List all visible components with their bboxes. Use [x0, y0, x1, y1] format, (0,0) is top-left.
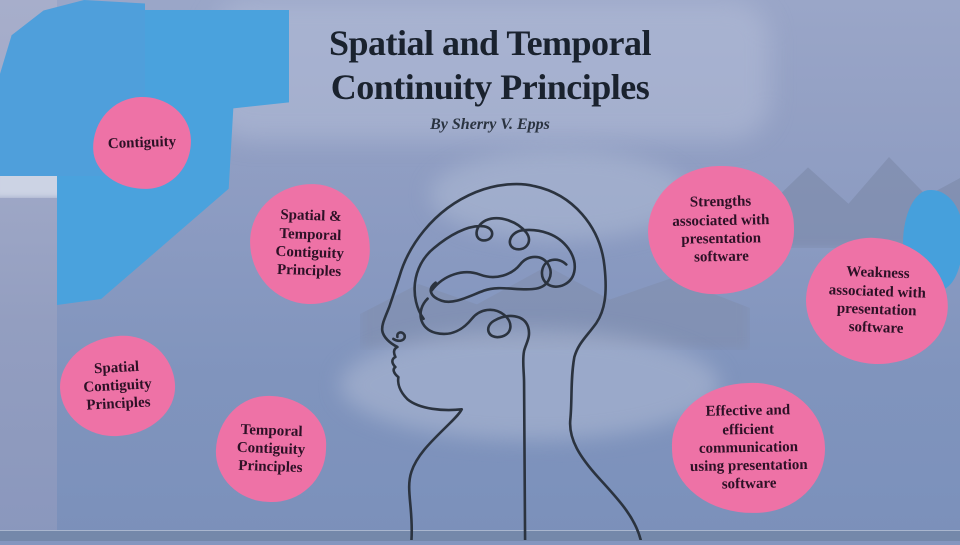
- topic-label: Effective and efficient communication us…: [689, 402, 808, 493]
- topic-label: Strengths associated with presentation s…: [672, 193, 770, 266]
- sky-band: [210, 0, 770, 140]
- brain-scribble-middle: [429, 255, 552, 303]
- bottom-edge-bar: [0, 530, 960, 541]
- topic-bubble-effective-communication[interactable]: Effective and efficient communication us…: [670, 381, 827, 515]
- head-outline-path: [380, 182, 643, 542]
- topic-label: Spatial Contiguity Principles: [82, 358, 153, 414]
- page-title-line-2: Continuity Principles: [330, 66, 650, 107]
- title-block: Spatial and Temporal Continuity Principl…: [230, 22, 750, 134]
- topic-label: Contiguity: [107, 133, 177, 153]
- topic-label: Weakness associated with presentation so…: [828, 264, 927, 338]
- brain-scribble-upper: [413, 216, 576, 321]
- cloud-bottom: [340, 330, 720, 440]
- page-title-line-1: Spatial and Temporal: [328, 23, 652, 63]
- head-profile-brain-scribble-line-art: [370, 170, 650, 542]
- nostril-path: [392, 331, 407, 343]
- topic-label: Spatial & Temporal Contiguity Principles: [275, 207, 345, 281]
- byline: By Sherry V. Epps: [430, 115, 550, 133]
- brain-scribble-tail: [419, 297, 531, 542]
- topic-label: Temporal Contiguity Principles: [236, 421, 306, 477]
